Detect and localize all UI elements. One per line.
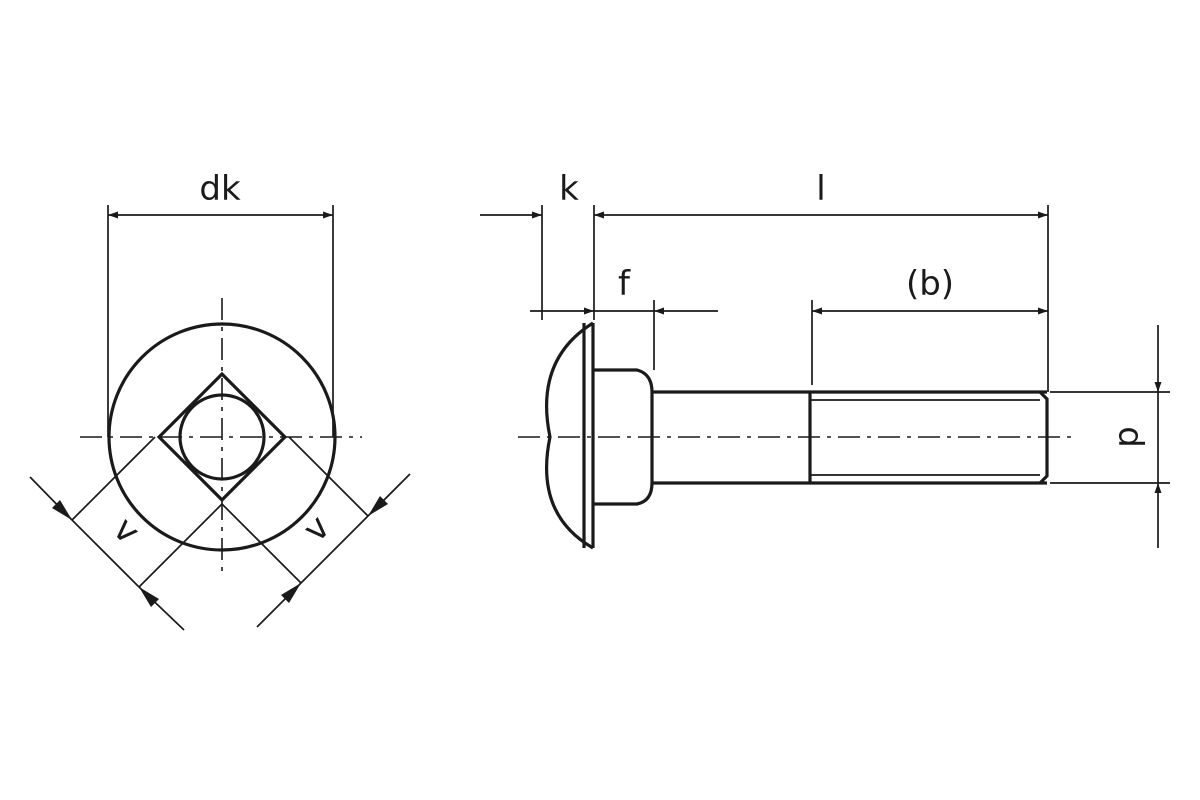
v-right-dimension-line: [300, 515, 369, 584]
l-dimension: l: [594, 169, 1049, 392]
head-top-view: [80, 298, 362, 578]
bolt-side-view: [518, 321, 1078, 550]
v-left-dimension-line: [71, 519, 140, 588]
f-label: f: [618, 264, 631, 304]
v-left-extension-outer: [71, 436, 156, 521]
v-right-arrow-top: [368, 496, 388, 516]
dk-label: dk: [199, 169, 241, 209]
v-left-extension-inner: [138, 503, 223, 588]
v-dimension-right: v: [221, 436, 411, 628]
square-neck-outline: [156, 371, 288, 503]
d-label: d: [1110, 426, 1150, 448]
v-left-arrow-bottom: [139, 587, 159, 607]
d-dimension: d: [1050, 325, 1170, 548]
f-dimension: f: [530, 264, 718, 370]
k-dimension: k: [480, 169, 595, 320]
dk-dimension: dk: [107, 169, 334, 437]
b-label: (b): [906, 264, 954, 304]
dome-head-profile: [545, 321, 594, 550]
v-right-extension-outer: [288, 436, 369, 517]
v-left-arrow-top: [52, 500, 72, 520]
v-right-label: v: [295, 507, 338, 550]
l-label: l: [816, 169, 825, 209]
b-dimension: (b): [811, 264, 1048, 385]
v-right-extension-inner: [221, 503, 302, 584]
k-label: k: [559, 169, 579, 209]
v-right-arrow-bottom: [281, 583, 301, 603]
